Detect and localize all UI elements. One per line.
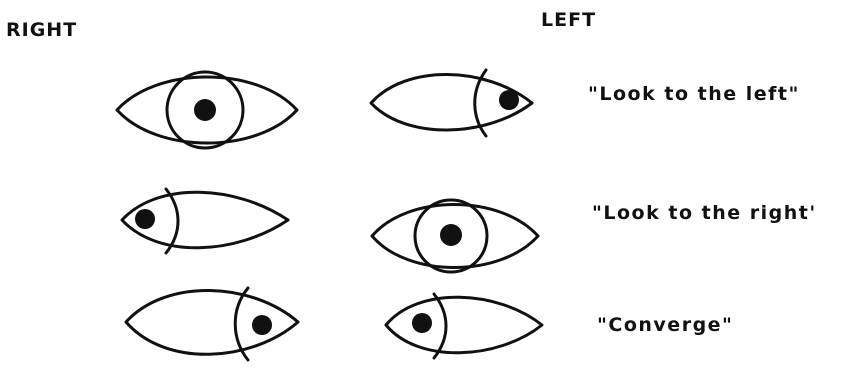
left-eye-row-1 [366,66,538,140]
left-eye-row-2 [368,186,542,286]
right-eye-row-3 [122,282,302,364]
right-eye-row-2 [118,183,294,257]
column-header-left: LEFT [541,11,596,30]
column-header-right: RIGHT [6,21,77,40]
instruction-look-left: "Look to the left" [588,85,800,104]
instruction-look-right: "Look to the right' [592,204,817,223]
instruction-converge: "Converge" [597,316,733,335]
right-eye-row-1 [112,60,302,160]
left-eye-row-3 [382,288,546,362]
